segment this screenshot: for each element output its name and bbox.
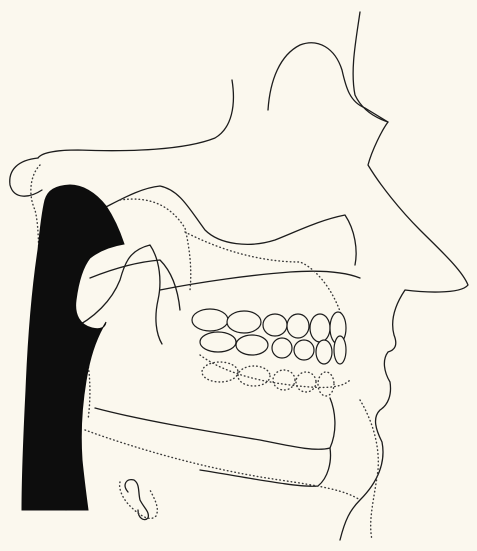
- palate-line: [160, 271, 360, 290]
- upper-premolar-2: [287, 314, 309, 338]
- lower-incisor: [334, 336, 346, 364]
- lower-molar-2: [236, 335, 268, 355]
- airway-shadow: [22, 185, 124, 510]
- cranial-base-arc-line: [10, 158, 42, 196]
- lower-premolar-2: [294, 340, 314, 360]
- lower-molar-1: [200, 332, 236, 352]
- dotted-teeth-group: [202, 362, 334, 396]
- dotted-tooth-1: [202, 362, 238, 382]
- lower-canine: [316, 340, 332, 364]
- upper-molar-2: [227, 311, 261, 333]
- soft-tissue-profile-line: [340, 12, 468, 540]
- dotted-tooth-4: [296, 372, 316, 392]
- chin-outline-line: [200, 448, 331, 486]
- dotted-tooth-2: [238, 366, 270, 386]
- maxilla-outline-line: [100, 186, 356, 265]
- lower-premolar-1: [272, 338, 292, 358]
- upper-molar-1: [192, 309, 228, 331]
- dotted-tooth-3: [273, 370, 295, 390]
- upper-canine: [310, 314, 330, 342]
- pterygoid-line: [90, 260, 180, 310]
- upper-premolar-1: [263, 314, 287, 336]
- skull-base-line: [38, 80, 233, 158]
- dotted-tooth-5: [318, 372, 334, 396]
- hyoid-bone-line: [125, 480, 148, 520]
- mandible-body-line: [95, 398, 335, 449]
- orbit-outline-line: [268, 43, 388, 122]
- dotted-pharynx-outline: [120, 199, 191, 290]
